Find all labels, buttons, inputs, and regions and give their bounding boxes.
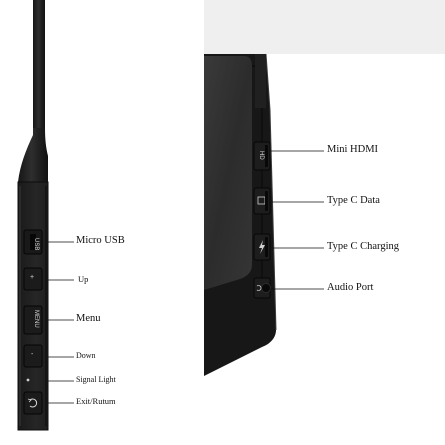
micro-usb-port [23, 229, 43, 255]
usb-port-mark: USB [33, 238, 39, 251]
audio-port [253, 277, 271, 299]
right-device-body [204, 53, 277, 376]
label-signal-light: Signal Light [76, 375, 116, 384]
right-leader-lines [270, 150, 324, 290]
mini-hdmi-port [253, 141, 271, 171]
menu-button [23, 305, 43, 335]
label-audio-port: Audio Port [327, 282, 374, 293]
menu-button-mark: MENU [33, 310, 39, 328]
hdmi-port-mark: HD [258, 151, 264, 160]
label-mini-hdmi: Mini HDMI [327, 144, 379, 155]
down-button-mark: - [31, 351, 34, 358]
signal-light-indicator [26, 378, 30, 382]
label-type-c-charging: Type C Charging [327, 241, 399, 252]
type-c-charging-port [253, 233, 271, 261]
down-button [23, 344, 43, 368]
label-type-c-data: Type C Data [327, 195, 380, 206]
up-button-mark: + [30, 274, 35, 281]
label-micro-usb: Micro USB [76, 235, 125, 246]
label-exit-return: Exit/Rutum [76, 396, 116, 406]
label-up: Up [78, 274, 89, 284]
label-menu: Menu [76, 313, 101, 324]
label-down: Down [76, 351, 96, 360]
left-leader-lines [48, 241, 74, 404]
type-c-data-port [253, 187, 271, 215]
exit-return-button [23, 391, 43, 415]
up-button [23, 267, 43, 291]
